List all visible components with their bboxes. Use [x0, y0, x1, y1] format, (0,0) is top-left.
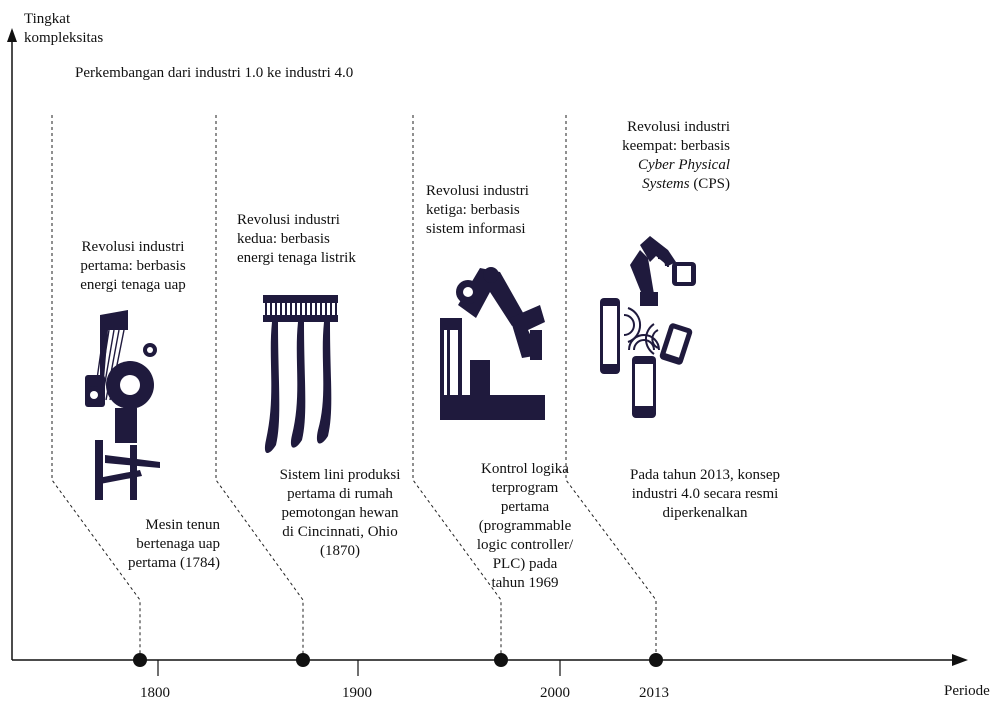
y-axis-label: Tingkat kompleksitas — [24, 10, 103, 48]
revolution-3-milestone-line: tahun 1969 — [491, 575, 559, 591]
revolution-1-milestone-line: Mesin tenun — [145, 517, 220, 533]
revolution-2-heading-line: Revolusi industri — [237, 212, 340, 228]
robot-arm-icon — [440, 267, 545, 420]
revolution-4-heading-suffix: (CPS) — [689, 176, 730, 192]
revolution-3-milestone-line: terprogram — [491, 480, 559, 496]
revolution-2-heading-line: energi tenaga listrik — [237, 250, 356, 266]
revolution-4-heading-line: keempat: berbasis — [622, 138, 730, 154]
revolution-1-heading: Revolusi industri pertama: berbasis ener… — [58, 238, 208, 295]
milestone-dot-1969 — [494, 653, 508, 667]
y-axis-arrow-icon — [7, 28, 17, 42]
revolution-3-milestone-line: PLC) pada — [492, 556, 558, 572]
diagram-title: Perkembangan dari industri 1.0 ke indust… — [75, 65, 354, 81]
revolution-2-milestone-line: di Cincinnati, Ohio — [282, 524, 398, 540]
revolution-1-heading-line: pertama: berbasis — [80, 258, 186, 274]
revolution-4-heading-line: Revolusi industri — [627, 119, 730, 135]
year-label-1900: 1900 — [342, 685, 372, 701]
axes — [7, 28, 968, 676]
x-axis-label: Periode — [944, 683, 990, 699]
revolution-4-heading-italic: Systems — [642, 176, 690, 192]
revolution-4-milestone: Pada tahun 2013, konsep industri 4.0 sec… — [600, 466, 810, 523]
revolution-1-heading-line: energi tenaga uap — [80, 277, 186, 293]
year-label-1800: 1800 — [140, 685, 170, 701]
revolution-2-heading: Revolusi industri kedua: berbasis energi… — [237, 211, 356, 268]
revolution-2-milestone: Sistem lini produksi pertama di rumah pe… — [250, 466, 430, 561]
revolution-2-milestone-line: pertama di rumah — [287, 486, 393, 502]
revolution-4-heading-italic: Cyber Physical — [637, 157, 730, 173]
revolution-2-milestone-line: pemotongan hewan — [281, 505, 399, 521]
guide-line-3 — [412, 115, 502, 660]
milestone-dot-1870 — [296, 653, 310, 667]
revolution-1-milestone-line: bertenaga uap — [136, 536, 220, 552]
revolution-3-heading-line: Revolusi industri — [426, 183, 529, 199]
revolution-4-milestone-line: industri 4.0 secara resmi — [631, 486, 779, 502]
guide-lines — [51, 115, 657, 660]
steam-loom-icon — [85, 310, 160, 500]
year-label-2013: 2013 — [639, 685, 669, 701]
y-axis-label-line-2: kompleksitas — [24, 30, 104, 46]
assembly-line-icon — [263, 295, 338, 454]
revolution-3-milestone-line: logic controller/ — [476, 537, 574, 553]
revolution-4-heading-line: Systems (CPS) — [560, 175, 730, 194]
year-label-2000: 2000 — [540, 685, 570, 701]
revolution-3-heading-line: ketiga: berbasis — [426, 202, 520, 218]
revolution-4-heading-line: Cyber Physical — [560, 156, 730, 175]
revolution-3-milestone-line: pertama — [500, 499, 550, 515]
revolution-3-milestone-line: Kontrol logika — [481, 461, 569, 477]
guide-line-4 — [565, 115, 657, 660]
guide-line-2 — [215, 115, 304, 660]
revolution-2-milestone-line: Sistem lini produksi — [279, 467, 401, 483]
milestone-dot-1784 — [133, 653, 147, 667]
revolution-3-heading: Revolusi industri ketiga: berbasis siste… — [426, 182, 529, 239]
revolution-1-milestone: Mesin tenun bertenaga uap pertama (1784) — [92, 516, 220, 573]
revolution-4-milestone-line: Pada tahun 2013, konsep — [630, 467, 780, 483]
revolution-1-heading-line: Revolusi industri — [81, 239, 185, 255]
revolution-4-milestone-line: diperkenalkan — [662, 505, 748, 521]
revolution-3-heading-line: sistem informasi — [426, 221, 526, 237]
milestone-dots — [133, 653, 663, 667]
revolution-4-heading: Revolusi industri keempat: berbasis Cybe… — [560, 118, 730, 194]
guide-line-1 — [51, 115, 141, 660]
revolution-1-milestone-line: pertama (1784) — [127, 555, 220, 571]
revolution-2-heading-line: kedua: berbasis — [237, 231, 330, 247]
revolution-3-milestone-line: (programmable — [478, 518, 572, 534]
y-axis-label-line-1: Tingkat — [24, 11, 71, 27]
milestone-dot-2013 — [649, 653, 663, 667]
revolution-2-milestone-line: (1870) — [320, 543, 360, 559]
revolution-3-milestone: Kontrol logika terprogram pertama (progr… — [455, 460, 595, 593]
cyber-physical-icon — [600, 236, 696, 418]
x-axis-arrow-icon — [952, 654, 968, 666]
